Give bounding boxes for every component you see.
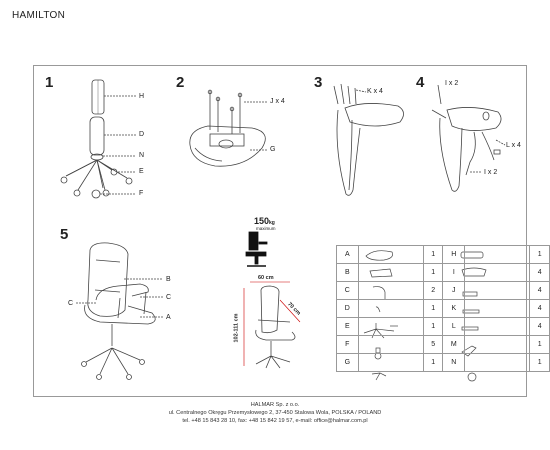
dimension-height: 102-111 cm — [233, 313, 240, 343]
part-icon-cell — [357, 281, 424, 300]
part-letter: F — [336, 335, 359, 354]
part-letter: G — [336, 353, 359, 372]
part-letter: I — [442, 263, 466, 282]
part-quantity: 2 — [422, 281, 444, 300]
label-d: D — [139, 131, 145, 138]
label-g: G — [270, 146, 276, 153]
weight-limit-sub: maximum — [256, 226, 276, 231]
part-icon-cell — [464, 335, 531, 354]
step3-backrest — [333, 83, 404, 196]
label-f: F — [139, 190, 144, 197]
dimension-width: 60 cm — [258, 275, 274, 281]
part-icon-cell — [464, 245, 531, 264]
label-n: N — [139, 152, 145, 159]
label-c-right: C — [166, 294, 172, 301]
part-quantity: 4 — [529, 317, 550, 336]
step5-assembled-chair — [76, 242, 163, 380]
part-quantity: 1 — [422, 299, 444, 318]
part-icon-cell — [464, 281, 531, 300]
step-number-3: 3 — [314, 74, 323, 91]
step4-armrests — [431, 84, 506, 192]
part-icon-cell — [464, 353, 531, 372]
label-e: E — [139, 168, 144, 175]
weight-limit: 150kg — [254, 216, 275, 226]
label-a: A — [166, 314, 171, 321]
part-quantity: 1 — [422, 317, 444, 336]
part-quantity: 1 — [422, 353, 444, 372]
label-l-x4: L x 4 — [506, 142, 521, 149]
part-icon-cell — [464, 263, 531, 282]
part-icon-cell — [357, 263, 424, 282]
label-h: H — [139, 93, 145, 100]
part-letter: B — [336, 263, 359, 282]
label-b: B — [166, 276, 171, 283]
step-number-2: 2 — [176, 74, 185, 91]
part-quantity: 1 — [422, 245, 444, 264]
part-quantity: 4 — [529, 299, 550, 318]
part-quantity: 1 — [529, 353, 550, 372]
part-quantity: 4 — [529, 263, 550, 282]
part-icon-cell — [357, 335, 424, 354]
part-quantity: 5 — [422, 335, 444, 354]
part-icon-cell — [357, 317, 424, 336]
part-quantity: 1 — [529, 335, 550, 354]
part-icon-cell — [357, 353, 424, 372]
part-letter: D — [336, 299, 359, 318]
part-letter: H — [442, 245, 466, 264]
label-i-x2-top: I x 2 — [445, 80, 459, 87]
label-k-x4: K x 4 — [367, 88, 383, 95]
part-letter: C — [336, 281, 359, 300]
part-icon-cell — [357, 245, 424, 264]
footer-company: HALMAR Sp. z o.o. — [250, 402, 300, 408]
part-letter: M — [442, 335, 466, 354]
step-number-5: 5 — [60, 226, 69, 243]
footer-address: ul. Centralnego Okręgu Przemysłowego 2, … — [168, 410, 382, 416]
instruction-frame — [33, 65, 527, 397]
part-icon-cell — [464, 299, 531, 318]
part-icon-cell — [357, 299, 424, 318]
footer-contact: tel. +48 15 843 28 10, fax: +48 15 842 1… — [182, 418, 368, 424]
weight-chair-icon — [245, 231, 268, 267]
document-title: HAMILTON — [12, 10, 66, 21]
label-i-x2-bottom: I x 2 — [484, 169, 498, 176]
part-letter: K — [442, 299, 466, 318]
part-letter: J — [442, 281, 466, 300]
part-quantity: 1 — [529, 245, 550, 264]
step2-seat-plate — [189, 89, 268, 167]
step-number-4: 4 — [416, 74, 425, 91]
part-quantity: 1 — [422, 263, 444, 282]
part-letter: N — [442, 353, 466, 372]
label-j-x4: J x 4 — [270, 98, 285, 105]
part-quantity: 4 — [529, 281, 550, 300]
label-c-left: C — [68, 300, 74, 307]
part-letter: E — [336, 317, 359, 336]
dimension-chair — [243, 281, 301, 369]
part-letter: L — [442, 317, 466, 336]
step1-exploded-base — [60, 79, 136, 199]
part-icon-cell — [464, 317, 531, 336]
part-letter: A — [336, 245, 359, 264]
step-number-1: 1 — [45, 74, 54, 91]
